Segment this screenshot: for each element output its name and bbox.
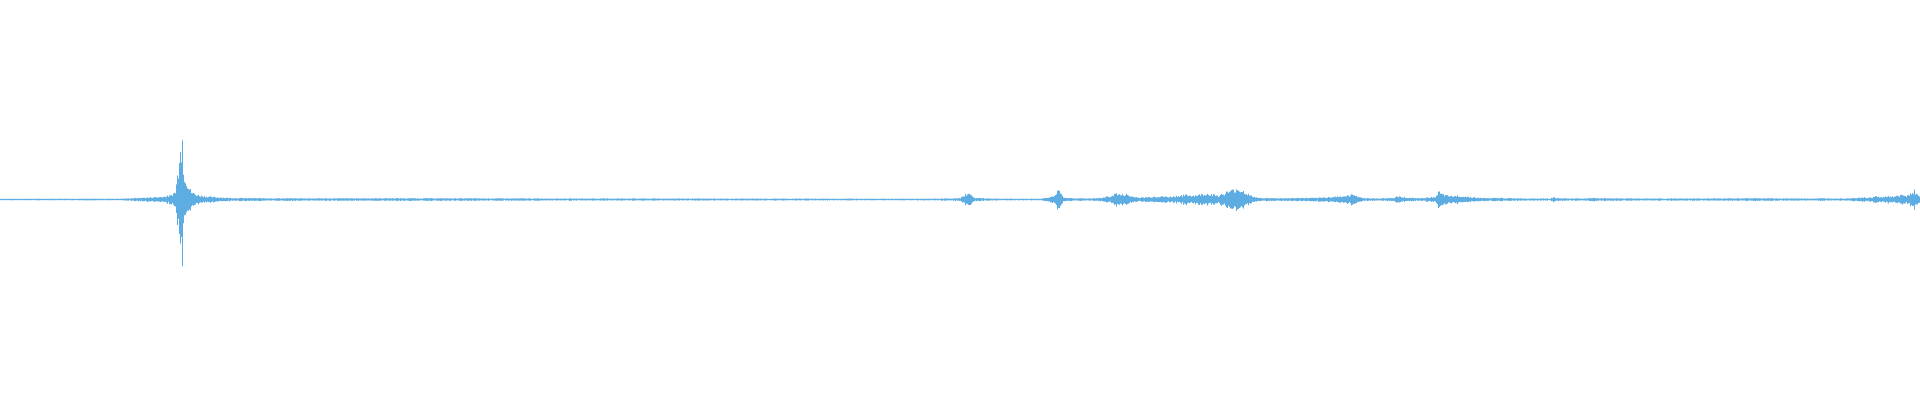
waveform-samples	[0, 140, 1920, 267]
